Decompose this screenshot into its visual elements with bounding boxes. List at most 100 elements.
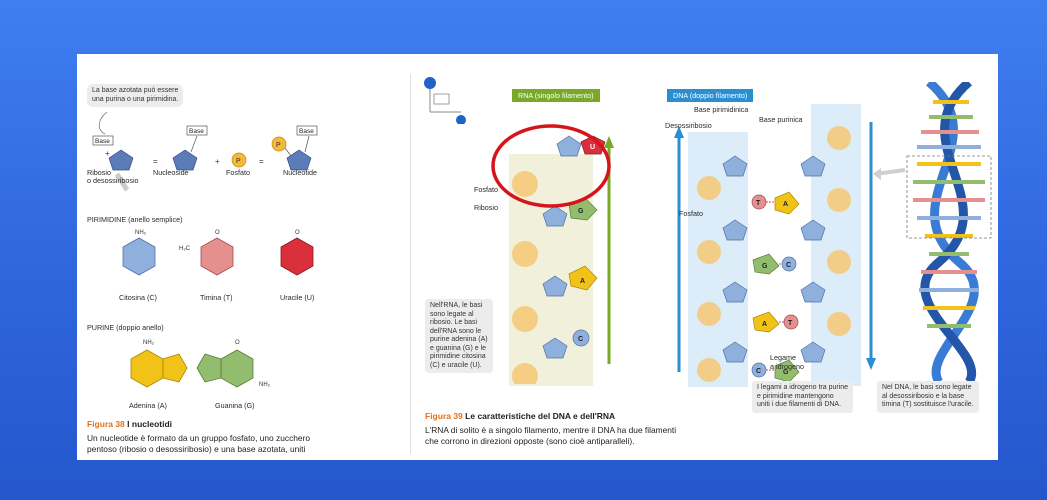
desossiribosio-label: Desossiribosio xyxy=(665,121,712,130)
base-label-2: Base xyxy=(189,128,204,135)
thymine-label: Timina (T) xyxy=(200,293,233,302)
figure-38-title: I nucleotidi xyxy=(127,419,173,429)
uracil-label: Uracile (U) xyxy=(280,293,315,302)
column-divider xyxy=(410,74,411,454)
dna-left-base-1: T xyxy=(756,200,761,207)
intro-line-1: La base azotata può essere xyxy=(92,87,179,94)
nucleoside-label: Nucleoside xyxy=(153,168,189,177)
uracil-ring xyxy=(280,237,314,276)
guanine-label: Guanina (G) xyxy=(215,401,255,410)
ribose-label-1: Ribosio xyxy=(87,168,111,177)
rna-base-c-label: C xyxy=(578,336,583,343)
ribose-pentagon-1 xyxy=(108,149,134,171)
rna-note: Nell'RNA, le basi sono legate al ribosio… xyxy=(425,299,493,373)
dna-note: Nel DNA, le basi sono legate al desossir… xyxy=(877,381,979,413)
rna-base-c xyxy=(572,329,590,347)
phosphate-label: Fosfato xyxy=(226,168,250,177)
rna-note-line-5: purine adenina (A) xyxy=(430,336,488,343)
highlight-circle xyxy=(491,124,611,208)
svg-text:H₃C: H₃C xyxy=(179,246,191,252)
rna-ribosio-label: Ribosio xyxy=(474,203,498,212)
phosphate-circle xyxy=(231,152,247,168)
rna-base-g-label: G xyxy=(578,208,584,215)
dna-tag: DNA (doppio filamento) xyxy=(667,89,754,102)
figure-39-number: Figura 39 xyxy=(425,411,463,421)
intro-bubble: La base azotata può essere una purina o … xyxy=(87,84,184,107)
dna-right-base-4: G xyxy=(783,369,789,376)
figure-39-body-line-2: che corrono in direzioni opposte (sono c… xyxy=(425,435,635,446)
dna-note-line-1: Nel DNA, le basi sono legate xyxy=(882,384,972,391)
pyrimidines-structures: NH₂ H₃C O O xyxy=(122,230,314,276)
base-label-3: Base xyxy=(299,128,314,135)
dna-left-base-4: C xyxy=(756,368,761,375)
dna-panel-right xyxy=(811,104,861,386)
adenine-ring-5 xyxy=(162,353,188,383)
dna-right-backbone xyxy=(800,126,851,363)
dna-fosfato-label: Fosfato xyxy=(679,209,703,218)
dna-left-base-3: A xyxy=(762,321,767,328)
figure-38-body-line-2: pentoso (ribosio o desossiribosio) e una… xyxy=(87,443,306,454)
svg-text:=: = xyxy=(259,157,264,166)
hbond-note: I legami a idrogeno tra purine e pirimid… xyxy=(752,381,854,413)
thymine-ring xyxy=(200,237,234,276)
legame-line-2: a idrogeno xyxy=(770,361,804,371)
intro-line-2: una purina o una pirimidina. xyxy=(92,95,179,103)
rna-note-line-4: dell'RNA sono le xyxy=(430,327,482,335)
dna-double-strand: T G A C A C T G xyxy=(674,122,876,383)
svg-text:NH₂: NH₂ xyxy=(259,382,271,388)
phosphate-symbol: P xyxy=(236,158,241,165)
rna-fosfato-label: Fosfato xyxy=(474,185,498,194)
rna-note-line-7: pirimidine citosina xyxy=(430,353,486,360)
rna-note-line-8: (C) e uracile (U). xyxy=(430,361,482,369)
phosphate-circle-2 xyxy=(271,136,287,152)
figure-38-number: Figura 38 xyxy=(87,419,125,429)
rna-base-a-label: A xyxy=(580,278,585,285)
figure-39-body: L'RNA di solito è a singolo filamento, m… xyxy=(425,425,676,446)
cytosine-ring xyxy=(122,237,156,276)
dna-right-base-2: C xyxy=(786,262,791,269)
base-box-1 xyxy=(92,135,114,146)
rna-note-line-6: e guanina (G) e le xyxy=(430,344,487,352)
dna-right-base-1: A xyxy=(783,201,788,208)
phosphate-symbol-2: P xyxy=(276,142,281,149)
base-pirimidinica-label: Base pirimidinica xyxy=(694,105,749,114)
svg-text:O: O xyxy=(235,340,240,346)
figure-38-caption: Figura 38 I nucleotidi xyxy=(87,419,172,429)
adenine-ring-6 xyxy=(130,349,164,388)
rna-strand: U G A C xyxy=(512,135,614,384)
purines-heading: PURINE (doppio anello) xyxy=(87,323,164,332)
svg-text:=: = xyxy=(153,157,158,166)
rna-tag: RNA (singolo filamento) xyxy=(512,89,600,102)
textbook-page: La base azotata può essere una purina o … xyxy=(77,54,998,460)
corner-logo-icon xyxy=(424,77,466,124)
dna-note-line-2: al desossiribosio e la base xyxy=(882,392,965,400)
base-label-1: Base xyxy=(95,138,110,145)
pyrimidines-heading: PIRIMIDINE (anello semplice) xyxy=(87,215,183,224)
guanine-ring-5 xyxy=(196,353,222,383)
figure-39-title: Le caratteristiche del DNA e dell'RNA xyxy=(465,411,616,421)
rna-note-line-3: ribosio. Le basi xyxy=(430,319,478,326)
base-box-2 xyxy=(186,125,208,136)
ribose-pentagon-3 xyxy=(286,149,312,171)
ribose-pentagon-2 xyxy=(172,149,198,171)
legame-label: Legame a idrogeno xyxy=(770,353,804,371)
svg-text:NH₂: NH₂ xyxy=(135,230,147,236)
ribose-label-2: o desossiribosio xyxy=(87,176,139,185)
cytosine-label: Citosina (C) xyxy=(119,293,157,302)
svg-text:+: + xyxy=(215,157,220,166)
rna-note-line-2: sono legate al xyxy=(430,310,474,318)
hbond-note-line-1: I legami a idrogeno tra purine xyxy=(757,384,849,391)
svg-text:O: O xyxy=(215,230,220,236)
figure-39-caption: Figura 39 Le caratteristiche del DNA e d… xyxy=(425,411,615,421)
guanine-ring-6 xyxy=(220,349,254,388)
rna-backbone: U G A C xyxy=(512,135,606,384)
svg-text:O: O xyxy=(295,230,300,236)
rna-base-a xyxy=(568,265,598,291)
figure-39-body-line-1: L'RNA di solito è a singolo filamento, m… xyxy=(425,425,677,435)
dna-base-pairs: T G A C A C T G xyxy=(751,191,800,383)
nucleotide-formation-diagram: Base + = Base + P = P Base xyxy=(92,112,318,192)
hbond-note-line-3: uniti i due filamenti di DNA. xyxy=(757,401,842,408)
dna-left-backbone xyxy=(697,155,748,382)
base-box-3 xyxy=(296,125,318,136)
dna-helix-illustration xyxy=(906,82,992,382)
